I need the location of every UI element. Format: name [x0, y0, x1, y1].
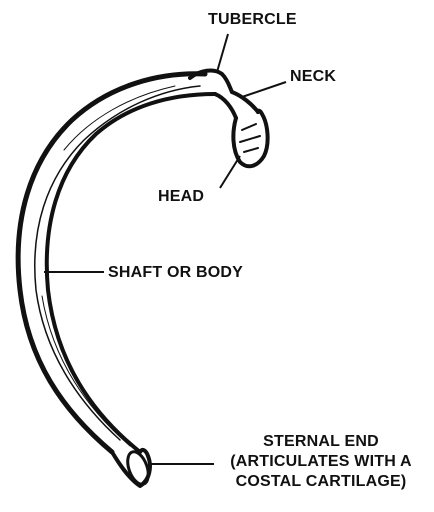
rib-shading-2 [42, 296, 130, 446]
tubercle-leader [217, 34, 228, 72]
label-sternal-end-line1: STERNAL END [212, 432, 430, 452]
tubercle-bump [190, 71, 232, 92]
label-sternal-end: STERNAL END (ARTICULATES WITH A COSTAL C… [212, 432, 430, 492]
label-sternal-end-line2: (ARTICULATES WITH A [212, 452, 430, 472]
label-sternal-end-line3: COSTAL CARTILAGE) [212, 472, 430, 492]
head-texture [240, 124, 260, 152]
head-leader [220, 156, 240, 188]
label-tubercle: TUBERCLE [208, 10, 297, 30]
neck-leader [242, 82, 286, 97]
label-shaft-or-body: SHAFT OR BODY [108, 263, 243, 283]
label-head: HEAD [158, 187, 204, 207]
sternal-end-cap [112, 450, 150, 486]
neck-outline [215, 94, 236, 118]
label-neck: NECK [290, 67, 336, 87]
